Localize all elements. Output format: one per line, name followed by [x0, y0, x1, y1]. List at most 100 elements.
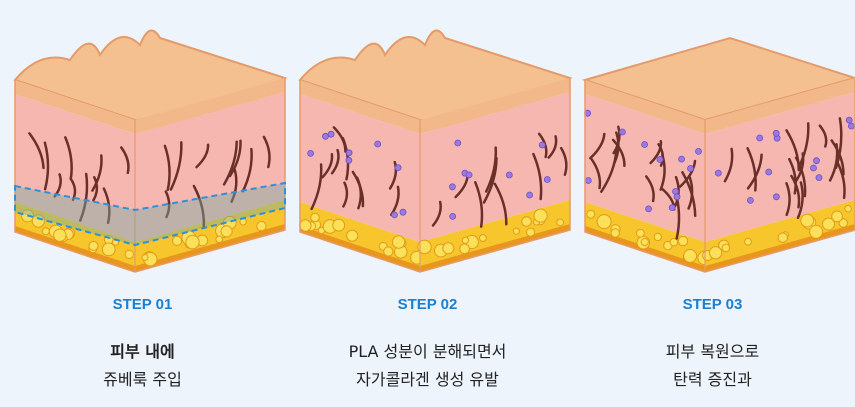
collagen-fiber: [79, 172, 89, 222]
fat-cell: [459, 243, 471, 255]
right-face-dermis: [705, 92, 855, 242]
collagen-fiber: [818, 124, 828, 148]
collagen-fiber: [342, 181, 349, 208]
description-line-2: 자가콜라겐 생성 유발: [356, 370, 499, 389]
pla-particle: [374, 140, 382, 148]
collagen-fiber: [649, 139, 663, 165]
pla-particle: [772, 193, 780, 201]
fat-cell: [521, 216, 532, 227]
skin-illustration-collagen: [298, 29, 573, 273]
collagen-fiber: [120, 146, 130, 175]
right-face-epidermis: [135, 78, 285, 134]
pla-particle: [772, 129, 780, 137]
collagen-fiber: [532, 152, 543, 201]
collagen-fiber: [241, 147, 253, 193]
pla-particle: [845, 116, 853, 124]
pla-particle: [765, 168, 773, 176]
collagen-fiber: [164, 190, 171, 219]
pla-particle: [394, 164, 402, 172]
description-line-2: 쥬베룩 주입: [103, 370, 182, 389]
step-label: STEP 02: [397, 296, 458, 313]
fat-cell: [31, 214, 46, 228]
fat-cell: [299, 219, 312, 232]
description-line-1: PLA 성분이 분해되면서: [348, 342, 507, 361]
fat-cell: [709, 246, 723, 260]
left-face-epidermis: [15, 80, 135, 134]
collagen-fiber: [830, 139, 845, 176]
collagen-fiber: [796, 181, 804, 220]
fat-cell: [461, 236, 470, 245]
left-face-epidermis: [585, 80, 705, 134]
collagen-fiber: [746, 147, 757, 192]
pla-particle: [526, 191, 534, 199]
pla-particle: [673, 193, 681, 201]
pla-particle: [345, 149, 353, 157]
fat-cell: [442, 242, 455, 255]
collagen-fiber: [230, 168, 238, 203]
pla-particle: [641, 141, 648, 148]
collagen-fiber: [28, 132, 45, 170]
step-label: STEP 03: [682, 296, 743, 313]
collagen-fiber: [91, 154, 103, 192]
collagen-fiber: [163, 144, 171, 192]
pla-particle: [345, 156, 353, 164]
collagen-fiber: [794, 152, 805, 184]
pla-particle: [449, 212, 457, 220]
pla-particle: [322, 132, 329, 140]
collagen-fiber: [330, 148, 340, 175]
right-face-fat: [135, 200, 285, 270]
fat-cell: [88, 240, 99, 251]
fat-cell: [721, 243, 731, 253]
fat-cell: [610, 228, 620, 238]
fat-cell: [124, 249, 135, 260]
collagen-fiber: [835, 159, 846, 200]
fat-cell: [310, 212, 320, 223]
left-face-fat: [585, 202, 705, 270]
skin-illustration-injection: [13, 29, 288, 273]
right-face-fat: [420, 200, 570, 270]
fat-cell: [220, 225, 233, 238]
collagen-fiber: [723, 147, 734, 183]
right-face-base: [135, 224, 285, 272]
collagen-fiber: [644, 175, 655, 203]
fat-cell: [844, 204, 852, 213]
description-line-1: 피부 내에: [110, 342, 175, 361]
skin-top-surface: [581, 36, 855, 122]
collagen-fiber: [589, 132, 606, 160]
collagen-fiber: [474, 181, 484, 228]
collagen-fiber: [388, 160, 398, 190]
pla-particle: [538, 141, 546, 149]
pla-particle: [695, 147, 702, 155]
fat-cell: [831, 210, 844, 223]
step-description: 피부 복원으로 탄력 증진과: [570, 338, 855, 394]
step-1: STEP 01 피부 내에 쥬베룩 주입: [0, 0, 288, 407]
collagen-fiber: [547, 135, 558, 159]
collagen-fiber: [794, 156, 807, 198]
collagen-fiber: [321, 152, 334, 179]
description-line-1: 피부 복원으로: [665, 342, 760, 361]
pla-particle: [714, 169, 722, 177]
fat-cell: [346, 229, 359, 242]
collagen-fiber: [222, 140, 238, 186]
collagen-fiber: [785, 182, 791, 217]
pla-particle: [454, 139, 462, 147]
pla-particle: [465, 171, 473, 179]
collagen-fiber: [559, 146, 568, 176]
description-line-2: 탄력 증진과: [673, 370, 752, 389]
fat-cell: [669, 237, 679, 247]
step-2: STEP 02 PLA 성분이 분해되면서 자가콜라겐 생성 유발: [285, 0, 573, 407]
pla-particle: [815, 174, 823, 182]
fat-cell: [526, 227, 536, 237]
step-description: 피부 내에 쥬베룩 주입: [0, 338, 285, 394]
fat-cell: [172, 235, 183, 246]
left-face-base: [15, 226, 135, 272]
fat-cell: [677, 235, 689, 247]
fat-cell: [141, 253, 149, 261]
collagen-fiber: [102, 187, 111, 225]
collagen-fiber: [431, 200, 442, 227]
collagen-fiber: [746, 153, 763, 190]
right-face-epidermis: [420, 78, 570, 134]
collagen-fiber: [92, 176, 99, 202]
collagen-fiber: [788, 157, 797, 195]
injection-zone-highlight: [14, 181, 286, 247]
